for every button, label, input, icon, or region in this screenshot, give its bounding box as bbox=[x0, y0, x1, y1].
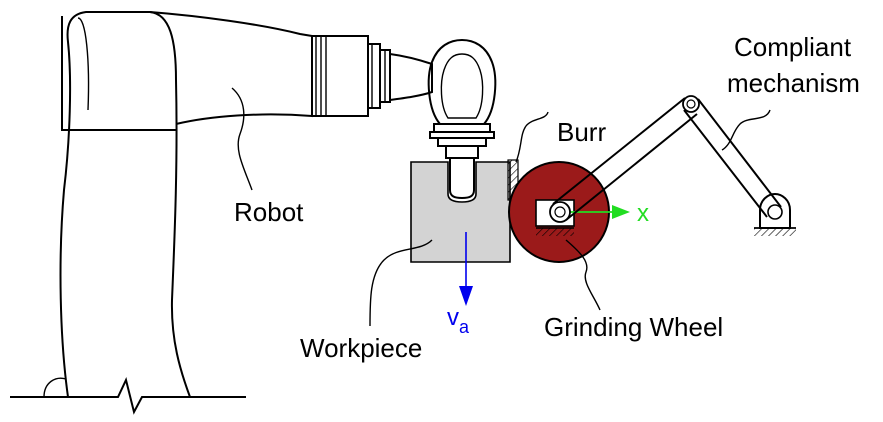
robot-arm bbox=[10, 11, 497, 415]
mechanism-link-1 bbox=[552, 97, 698, 221]
leader-compliant bbox=[721, 109, 771, 151]
label-compliant-line1: Compliant bbox=[734, 32, 852, 62]
ground-hatch bbox=[754, 228, 796, 236]
gripper-stem bbox=[449, 158, 475, 200]
mechanism-link-2 bbox=[683, 98, 782, 218]
robot-wrist bbox=[427, 38, 497, 125]
label-velocity-subscript: a bbox=[459, 317, 470, 337]
x-arrow-head bbox=[612, 205, 630, 219]
ground-line bbox=[10, 377, 246, 415]
leader-burr bbox=[515, 111, 549, 163]
leader-workpiece bbox=[369, 239, 433, 327]
label-burr: Burr bbox=[557, 117, 606, 147]
robot-base-foot bbox=[43, 377, 67, 398]
workpiece-body bbox=[410, 161, 511, 263]
arm-flange-1 bbox=[367, 43, 381, 109]
wrist-collar bbox=[433, 123, 491, 133]
label-robot: Robot bbox=[234, 197, 304, 227]
label-x-axis: x bbox=[637, 200, 649, 227]
label-velocity-symbol: v bbox=[447, 304, 459, 331]
label-velocity: va bbox=[447, 304, 470, 337]
ground-pivot bbox=[767, 204, 783, 220]
robot-shoulder-inner bbox=[77, 17, 90, 111]
wrist-collar bbox=[437, 137, 487, 147]
workpiece bbox=[410, 159, 519, 306]
slider-ground-hatch bbox=[536, 228, 574, 236]
ground-support bbox=[759, 192, 791, 229]
label-compliant-line2: mechanism bbox=[727, 68, 860, 98]
leader-robot bbox=[231, 87, 253, 191]
robot-column bbox=[59, 11, 191, 398]
robot-wrist-inner bbox=[440, 53, 484, 119]
robot-shoulder bbox=[61, 16, 176, 131]
tool-flange bbox=[445, 145, 479, 159]
velocity-arrow-head bbox=[459, 286, 473, 306]
leader-grinding-wheel bbox=[565, 239, 601, 311]
label-workpiece: Workpiece bbox=[300, 333, 422, 363]
robot-upper-arm bbox=[149, 11, 313, 125]
label-grinding-wheel: Grinding Wheel bbox=[544, 312, 723, 342]
slider-pivot-pin bbox=[554, 206, 566, 218]
top-pivot-pin bbox=[686, 99, 696, 109]
robot-forearm bbox=[389, 53, 433, 101]
compliant-mechanism bbox=[549, 95, 796, 236]
